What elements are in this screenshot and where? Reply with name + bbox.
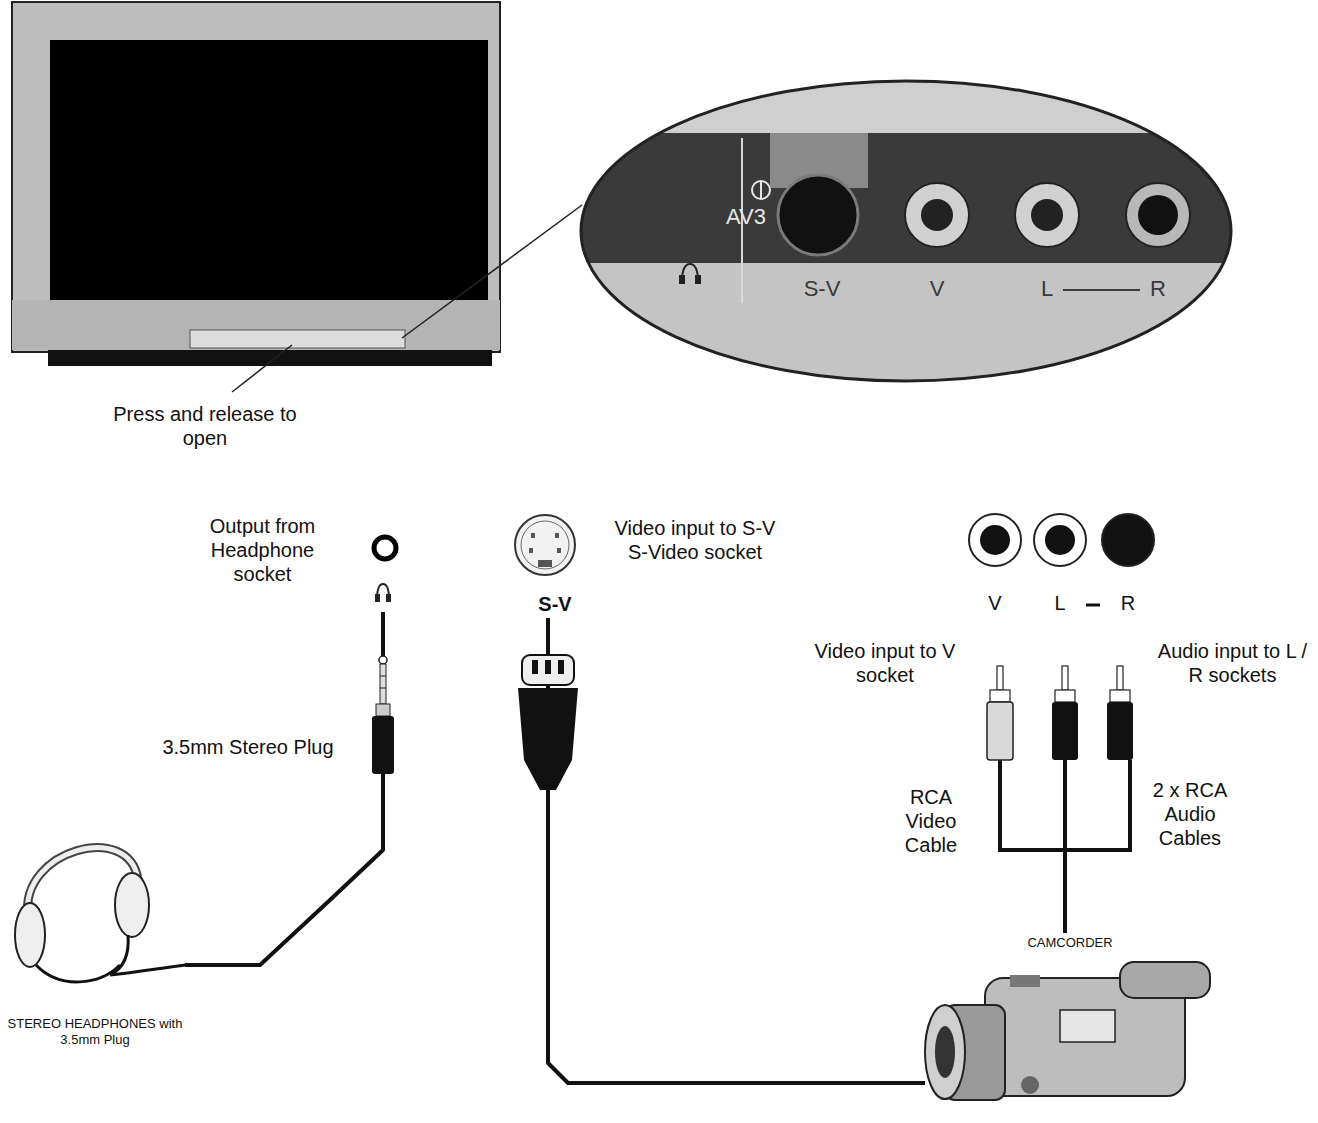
rca-sockets: V L R Video input to V socket Audio input to…: [805, 505, 1315, 720]
connector-panel: AV3S-V V L R: [578, 78, 1234, 384]
node-text: Output from Headphone socket: [190, 514, 335, 586]
node-text: L: [1045, 591, 1075, 615]
node-text: AV3: [714, 204, 778, 230]
stereo-plug: [372, 656, 394, 774]
cable: [185, 612, 383, 965]
node-text: V: [980, 591, 1010, 615]
television: [12, 2, 500, 366]
s-video-socket: S-V Video input to S-V S-Video socket: [505, 508, 785, 618]
camcorder-illustration: [925, 962, 1210, 1100]
node-text: Audio input to L / R sockets: [1150, 639, 1315, 687]
rca-plugs: [987, 666, 1133, 850]
node-text: CAMCORDER: [1010, 935, 1130, 951]
plug-label: 3.5mm Stereo Plug: [137, 735, 359, 759]
camcorder: CAMCORDER: [925, 933, 1215, 1123]
headphone-socket: Output from Headphone socket: [190, 512, 405, 612]
cable-label: 2 x RCA Audio Cables: [1135, 778, 1245, 850]
headphone-socket-symbol: [374, 537, 396, 602]
s-video-plug: [518, 655, 578, 790]
cable: [548, 618, 925, 1083]
leader-line: [402, 205, 582, 338]
node-text: R: [1143, 276, 1173, 302]
headphones: STEREO HEADPHONES with 3.5mm Plug: [5, 870, 185, 1060]
node-text: S-V: [786, 276, 858, 302]
panel-outline: [578, 78, 1234, 384]
node-text: Video input to V socket: [805, 639, 965, 687]
node-text: STEREO HEADPHONES with 3.5mm Plug: [5, 1016, 185, 1047]
node-text: S-V: [515, 592, 595, 616]
leader-line: [232, 345, 292, 392]
node-text: L: [1032, 276, 1062, 302]
rca-socket-symbols: [969, 514, 1154, 605]
node-text: V: [922, 276, 952, 302]
node-text: Video input to S-V S-Video socket: [605, 516, 785, 564]
headphones-illustration: [15, 848, 186, 982]
node-text: R: [1113, 591, 1143, 615]
s-video-socket-symbol: [515, 515, 575, 575]
cable-label: RCA Video Cable: [886, 785, 976, 857]
instruction-note: Press and release to open: [100, 402, 310, 450]
